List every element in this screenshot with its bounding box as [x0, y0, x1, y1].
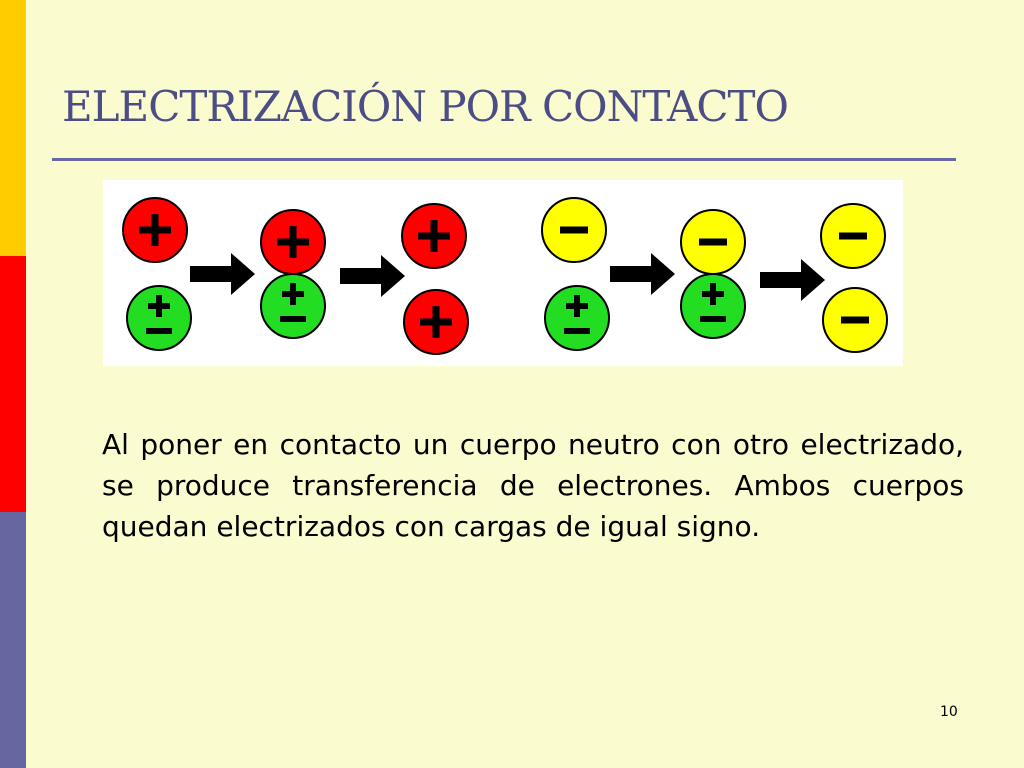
slide-body-text: Al poner en contacto un cuerpo neutro co… — [102, 428, 964, 543]
minus-sign-icon — [699, 238, 727, 246]
side-accent-bar — [0, 0, 26, 768]
sphere-negative — [820, 203, 886, 269]
sphere-positive — [401, 203, 467, 269]
sphere-positive — [122, 197, 188, 263]
minus-sign-icon — [560, 226, 588, 234]
sphere-negative — [822, 287, 888, 353]
contact-electrification-diagram — [103, 180, 903, 366]
sphere-negative — [541, 197, 607, 263]
sphere-negative — [680, 209, 746, 275]
sphere-neutral — [544, 285, 610, 351]
sphere-positive — [260, 209, 326, 275]
sphere-neutral — [680, 273, 746, 339]
arrow-right-icon — [610, 253, 675, 295]
arrow-right-icon — [190, 253, 255, 295]
sphere-positive — [403, 289, 469, 355]
arrow-right-icon — [760, 259, 825, 301]
minus-sign-icon — [839, 232, 867, 240]
accent-bar-purple — [0, 512, 26, 768]
sphere-neutral — [260, 273, 326, 339]
accent-bar-red — [0, 256, 26, 512]
minus-sign-icon — [841, 316, 869, 324]
title-underline — [52, 158, 956, 161]
page-number: 10 — [940, 704, 958, 720]
diagram-svg — [122, 197, 888, 355]
arrow-right-icon — [340, 255, 405, 297]
accent-bar-yellow — [0, 0, 26, 256]
sphere-neutral — [126, 285, 192, 351]
slide-title: ELECTRIZACIÓN POR CONTACTO — [62, 82, 789, 131]
